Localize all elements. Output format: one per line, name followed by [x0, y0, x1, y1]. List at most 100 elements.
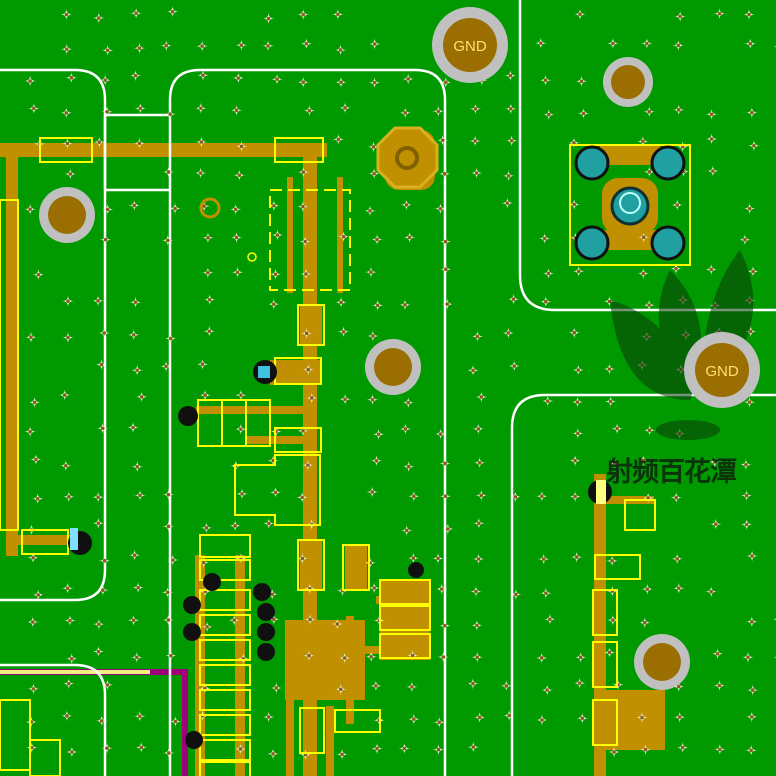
via: [297, 166, 310, 179]
via: [568, 326, 581, 339]
via: [297, 76, 310, 89]
via: [705, 263, 718, 276]
via: [270, 681, 283, 694]
via: [166, 5, 179, 18]
via: [671, 552, 684, 565]
via: [164, 108, 177, 121]
via: [643, 165, 656, 178]
via: [575, 75, 588, 88]
gnd-pad-2[interactable]: GND: [684, 332, 760, 408]
via: [60, 8, 73, 21]
via: [194, 102, 207, 115]
via: [339, 101, 352, 114]
via: [134, 102, 147, 115]
via: [161, 586, 174, 599]
via: [32, 268, 45, 281]
via: [160, 360, 173, 373]
via: [705, 133, 718, 146]
via: [129, 296, 142, 309]
via: [203, 293, 216, 306]
via: [169, 715, 182, 728]
via: [434, 428, 447, 441]
via: [366, 329, 379, 342]
via: [262, 39, 275, 52]
via: [302, 363, 315, 376]
via: [127, 614, 140, 627]
via: [744, 37, 757, 50]
via: [740, 489, 753, 502]
via: [164, 649, 177, 662]
via: [405, 680, 418, 693]
via: [574, 651, 587, 664]
via: [569, 490, 582, 503]
via: [466, 677, 479, 690]
via: [266, 588, 279, 601]
via: [509, 490, 522, 503]
via: [166, 554, 179, 567]
via: [432, 552, 445, 565]
via: [231, 266, 244, 279]
via: [364, 266, 377, 279]
via: [296, 491, 309, 504]
via: [744, 325, 757, 338]
via: [29, 453, 42, 466]
via: [537, 553, 550, 566]
via: [407, 490, 420, 503]
via: [262, 12, 275, 25]
via: [95, 358, 108, 371]
via: [127, 421, 140, 434]
via: [746, 550, 759, 563]
via: [299, 235, 312, 248]
via: [65, 71, 78, 84]
via: [135, 741, 148, 754]
via: [402, 72, 415, 85]
via: [745, 106, 758, 119]
via: [61, 582, 74, 595]
via: [441, 522, 454, 535]
via: [101, 742, 114, 755]
via: [334, 683, 347, 696]
via: [643, 105, 656, 118]
via: [296, 200, 309, 213]
via: [133, 489, 146, 502]
via: [469, 134, 482, 147]
via: [96, 422, 109, 435]
via: [300, 327, 313, 340]
via: [573, 677, 586, 690]
via: [197, 69, 210, 82]
via: [676, 741, 689, 754]
via: [439, 235, 452, 248]
via: [472, 422, 485, 435]
via: [229, 203, 242, 216]
via: [738, 233, 751, 246]
via: [65, 746, 78, 759]
via: [434, 202, 447, 215]
via: [604, 395, 617, 408]
via: [305, 391, 318, 404]
via: [194, 167, 207, 180]
via: [399, 422, 412, 435]
via: [334, 43, 347, 56]
via: [472, 553, 485, 566]
via: [774, 753, 776, 754]
via: [232, 72, 245, 85]
via: [200, 521, 213, 534]
via: [574, 8, 587, 21]
via: [367, 140, 380, 153]
via: [62, 677, 75, 690]
via: [745, 615, 758, 628]
gnd-pad-1[interactable]: GND: [432, 7, 508, 83]
via: [402, 460, 415, 473]
via: [368, 76, 381, 89]
via: [339, 393, 352, 406]
via: [472, 517, 485, 530]
via: [92, 645, 105, 658]
via: [162, 747, 175, 760]
via: [335, 296, 348, 309]
via: [371, 299, 384, 312]
via: [366, 485, 379, 498]
via: [705, 585, 718, 598]
via: [269, 268, 282, 281]
via: [611, 422, 624, 435]
